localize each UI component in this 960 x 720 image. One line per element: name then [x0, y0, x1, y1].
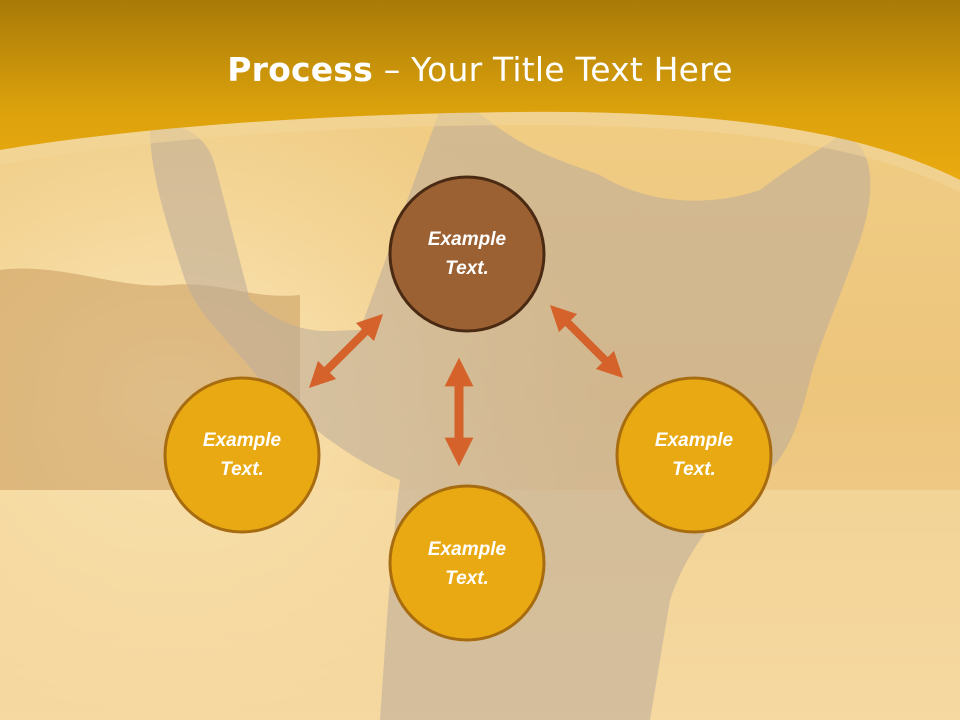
node-bottom-line2: Text. — [445, 568, 489, 589]
node-right-circle — [615, 376, 773, 534]
node-top-line2: Text. — [445, 258, 489, 279]
arrow-top-left — [308, 313, 384, 389]
node-top-line1: Example — [427, 229, 507, 250]
slide-title: Process – Your Title Text Here — [0, 50, 960, 89]
node-bottom-circle — [388, 484, 546, 642]
node-left-line1: Example — [202, 430, 282, 451]
header-swoosh — [0, 111, 960, 192]
node-center-circle — [388, 175, 546, 333]
node-bottom-line1: Example — [427, 539, 507, 560]
node-top-label: Example Text. — [389, 225, 545, 283]
header-band — [0, 0, 960, 180]
node-left-circle — [163, 376, 321, 534]
title-separator: – — [373, 50, 412, 89]
node-right-label: Example Text. — [616, 426, 772, 484]
node-bottom-label: Example Text. — [389, 535, 545, 593]
node-left-label: Example Text. — [164, 426, 320, 484]
title-rest: Your Title Text Here — [411, 50, 733, 89]
title-bold: Process — [227, 50, 373, 89]
node-left-line2: Text. — [220, 459, 264, 480]
node-right-line2: Text. — [672, 459, 716, 480]
person-silhouette — [150, 105, 871, 720]
node-right-line1: Example — [654, 430, 734, 451]
arrow-top-right — [549, 304, 624, 379]
